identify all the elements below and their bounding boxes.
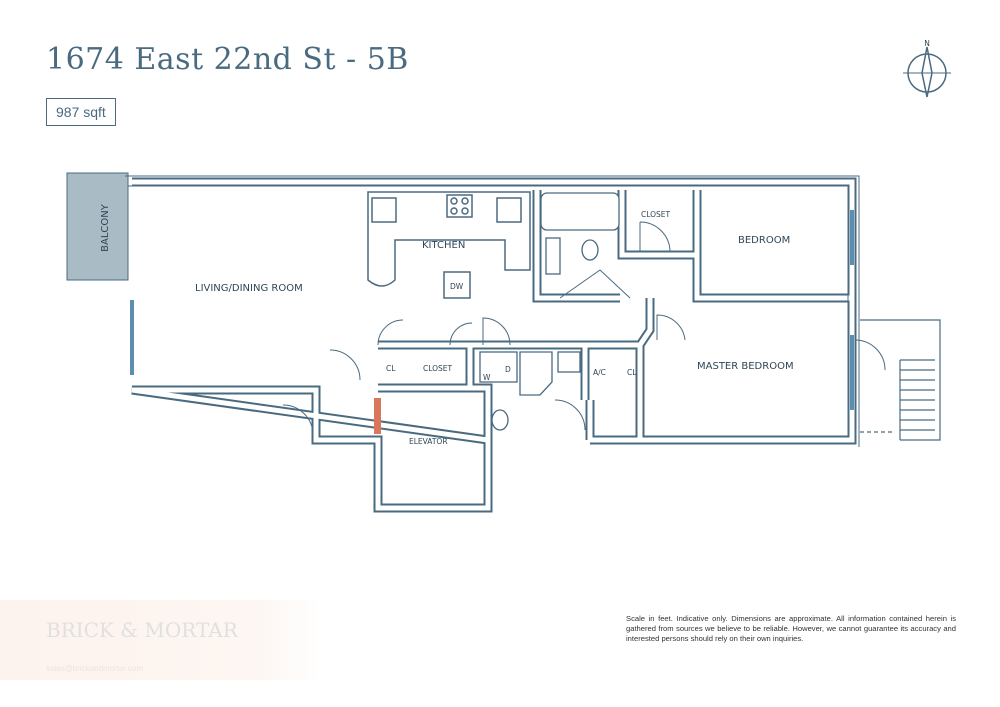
- area-badge: 987 sqft: [46, 98, 116, 126]
- living-room-label: LIVING/DINING ROOM: [195, 283, 303, 294]
- compass-icon: N: [903, 39, 951, 98]
- toilet-icon: [491, 409, 509, 431]
- elevator-label: ELEVATOR: [409, 437, 448, 446]
- toilet-icon: [581, 239, 599, 261]
- ac-label: A/C: [593, 368, 606, 377]
- watermark-email: sales@brickandmortar.com: [46, 664, 144, 673]
- kitchen-counters: [367, 191, 531, 299]
- page-title: 1674 East 22nd St - 5B: [46, 42, 409, 77]
- hall-closet-label: CLOSET: [423, 364, 453, 373]
- doors: [282, 221, 886, 436]
- compass-north-label: N: [924, 39, 930, 48]
- stove-icon: [446, 194, 473, 218]
- sink-icon: [371, 197, 397, 223]
- balcony-area: [66, 172, 129, 281]
- dishwasher-label: DW: [450, 282, 464, 291]
- elevator-door: [374, 398, 381, 434]
- windows: [130, 210, 854, 410]
- watermark-logo: BRICK & MORTAR sales@brickandmortar.com: [0, 600, 320, 680]
- walls: [125, 175, 860, 513]
- dishwasher: [443, 271, 471, 299]
- washer-label: W: [483, 373, 491, 382]
- exterior-stairs: [860, 319, 941, 441]
- closet-label: CLOSET: [641, 210, 671, 219]
- bathtub-icon: [540, 192, 620, 231]
- disclaimer-text: Scale in feet. Indicative only. Dimensio…: [626, 614, 956, 643]
- closet-cl2-label: CL: [627, 368, 637, 377]
- shower-icon: [519, 351, 553, 396]
- closet-cl-label: CL: [386, 364, 396, 373]
- master-bedroom-label: MASTER BEDROOM: [697, 361, 794, 372]
- dryer-label: D: [505, 365, 511, 374]
- sink-icon: [557, 351, 581, 373]
- bedroom-label: BEDROOM: [738, 235, 790, 246]
- balcony-label: BALCONY: [100, 203, 111, 252]
- sink-icon: [496, 197, 522, 223]
- bath-fixtures: [479, 192, 620, 431]
- watermark-brand: BRICK & MORTAR: [46, 618, 238, 642]
- kitchen-label: KITCHEN: [422, 240, 465, 251]
